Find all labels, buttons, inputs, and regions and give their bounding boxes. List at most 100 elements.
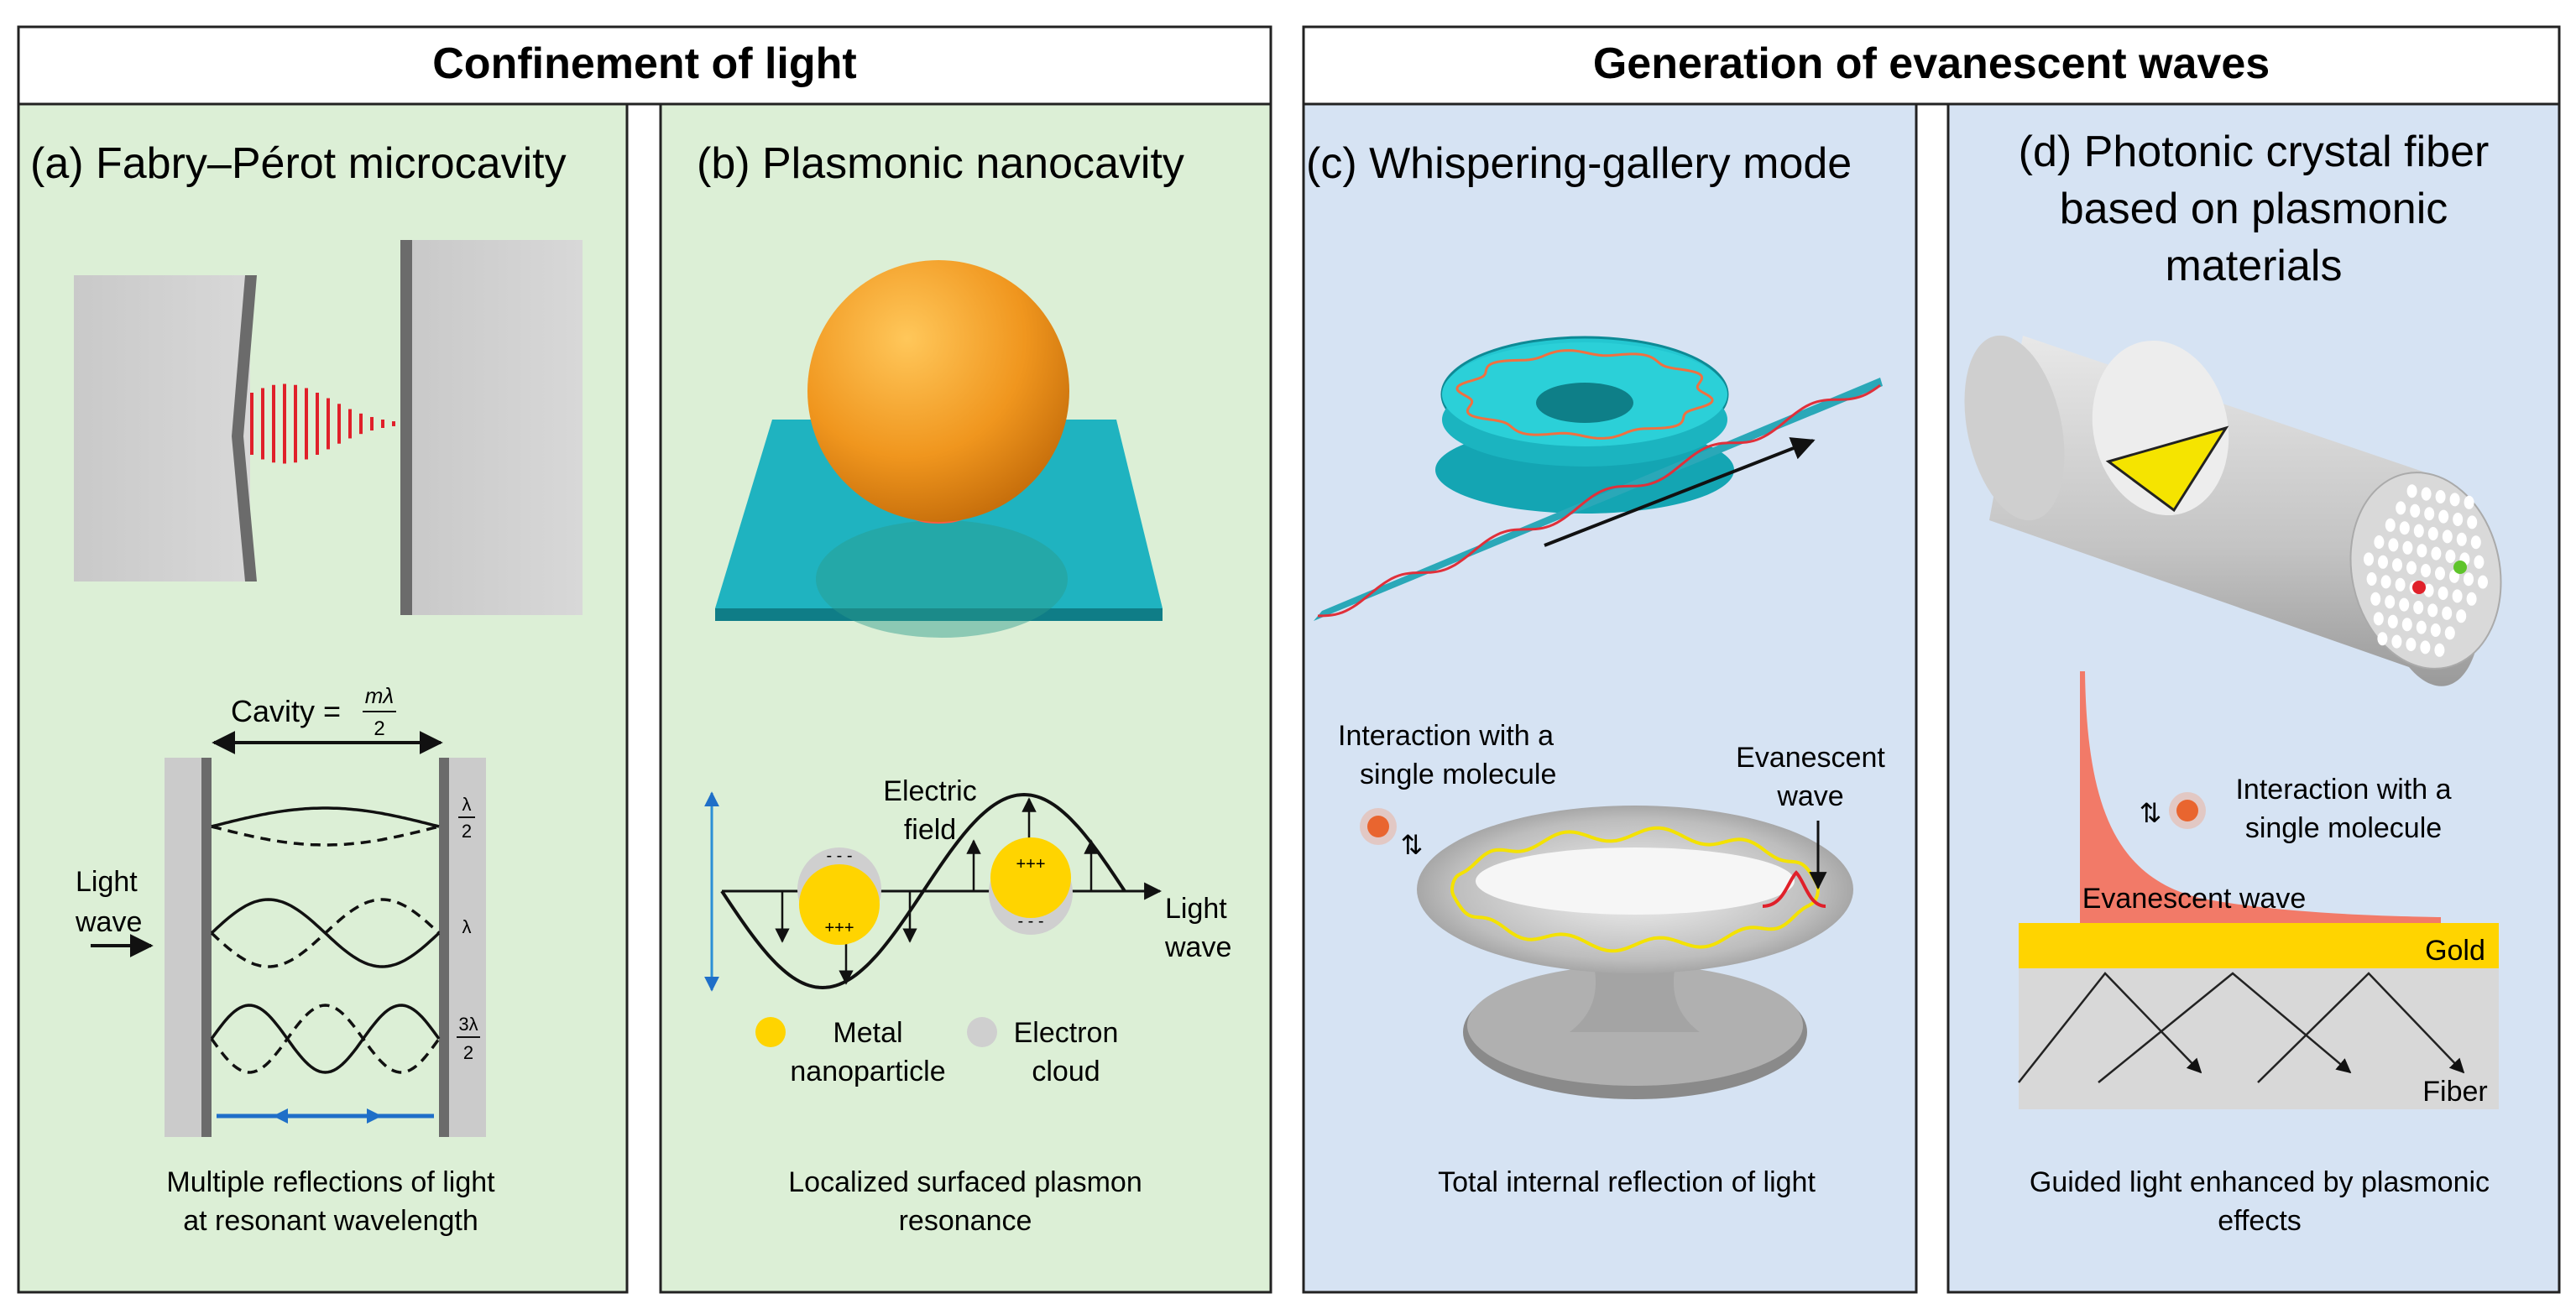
panel-b-caption-2: resonance xyxy=(899,1205,1032,1237)
air-hole xyxy=(2431,546,2442,561)
legend-metal-swatch xyxy=(755,1017,786,1047)
reflection-arrow-head-right xyxy=(367,1108,382,1124)
nanoparticle-left: - - - +++ xyxy=(797,847,881,945)
air-hole xyxy=(2391,634,2402,649)
mode-wave-solid xyxy=(210,1004,441,1074)
electric-field-label-2: field xyxy=(904,814,956,846)
c-interaction-2: single molecule xyxy=(1360,759,1556,790)
np-left-plus: +++ xyxy=(824,919,854,937)
air-hole xyxy=(2406,638,2417,651)
air-hole xyxy=(2478,575,2488,589)
legend-electron-swatch xyxy=(967,1017,997,1047)
air-hole xyxy=(2427,527,2438,540)
c-evanescent-1: Evanescent xyxy=(1736,742,1885,774)
panel-b-caption-1: Localized surfaced plasmon xyxy=(788,1166,1142,1198)
air-hole xyxy=(2406,561,2417,575)
pcf-air-holes xyxy=(2364,484,2488,657)
zigzag-light-path-2 xyxy=(2098,972,2352,1083)
evanescent-pulse-c xyxy=(1762,870,1826,908)
d-fiber-label: Fiber xyxy=(2422,1076,2487,1108)
air-hole xyxy=(2401,618,2412,632)
air-hole xyxy=(2385,518,2396,532)
air-hole xyxy=(2456,532,2467,546)
header-confinement-text: Confinement of light xyxy=(432,39,856,88)
air-hole xyxy=(2453,513,2464,526)
plasmonic-interface xyxy=(2019,671,2499,1109)
air-hole xyxy=(2464,572,2474,587)
air-hole xyxy=(2434,643,2445,657)
panel-c-title: (c) Whispering-gallery mode xyxy=(1306,139,1852,188)
panel-c-caption-1: Total internal reflection of light xyxy=(1438,1166,1816,1198)
panel-a-caption-1: Multiple reflections of light xyxy=(166,1166,495,1198)
air-hole xyxy=(2413,601,2424,614)
header-evanescent: Generation of evanescent waves xyxy=(1302,25,2561,106)
air-hole xyxy=(2444,626,2455,640)
panel-d-caption-2: effects xyxy=(2218,1205,2302,1237)
standing-wave-modes xyxy=(210,806,441,1074)
air-hole xyxy=(2392,558,2402,572)
panel-a-title: (a) Fabry–Pérot microcavity xyxy=(30,139,567,188)
cavity-fraction-den: 2 xyxy=(374,717,384,740)
air-hole xyxy=(2442,529,2453,544)
exchange-icon-d: ⇅ xyxy=(2140,798,2162,828)
panel-a-caption-2: at resonant wavelength xyxy=(183,1205,478,1237)
pcf-core-red xyxy=(2412,581,2426,594)
mode1-num: λ xyxy=(462,794,472,815)
pcf-core-green xyxy=(2453,561,2467,574)
air-hole xyxy=(2464,495,2474,509)
exchange-icon-c: ⇅ xyxy=(1401,830,1424,860)
air-hole xyxy=(2402,540,2413,555)
reflection-arrow-head-left xyxy=(273,1108,288,1124)
mode-wave-dashed xyxy=(210,1004,441,1074)
np-left-minus: - - - xyxy=(826,847,852,865)
b-light-wave-1: Light xyxy=(1165,893,1227,925)
d-evanescent-label: Evanescent wave xyxy=(2082,883,2307,915)
air-hole xyxy=(2406,484,2417,498)
mode-wave-dashed xyxy=(211,825,440,847)
cavity-label: Cavity = xyxy=(231,694,341,728)
header-confinement: Confinement of light xyxy=(17,25,1272,106)
air-hole xyxy=(2396,501,2406,515)
zigzag-light-path-1 xyxy=(2018,972,2202,1083)
air-hole xyxy=(2421,487,2432,501)
header-evanescent-text: Generation of evanescent waves xyxy=(1593,39,2270,88)
air-hole xyxy=(2378,555,2388,569)
mode3-den: 2 xyxy=(463,1042,473,1063)
wgm-disk-resonator xyxy=(1435,336,1734,514)
air-hole xyxy=(2452,589,2463,603)
air-hole xyxy=(2410,503,2421,518)
air-hole xyxy=(2387,614,2398,628)
mode-wave-solid xyxy=(211,806,440,828)
light-wave-label-1: Light xyxy=(76,866,138,898)
air-hole xyxy=(2424,507,2435,521)
air-hole xyxy=(2366,572,2377,586)
air-hole xyxy=(2438,509,2449,524)
air-hole xyxy=(2364,552,2374,566)
legend-metal-1: Metal xyxy=(833,1017,902,1049)
wgm-toroid xyxy=(1417,806,1853,1099)
legend-electron-2: cloud xyxy=(1032,1056,1100,1087)
air-hole xyxy=(2373,612,2384,626)
air-hole xyxy=(2380,575,2391,589)
air-hole xyxy=(2423,583,2434,597)
electric-field-label-1: Electric xyxy=(883,775,976,807)
electric-field-wave xyxy=(720,792,1126,990)
air-hole xyxy=(2445,550,2456,563)
np-right-minus: - - - xyxy=(1017,912,1043,931)
air-hole xyxy=(2466,592,2477,606)
air-hole xyxy=(2438,587,2448,600)
air-hole xyxy=(2395,577,2406,592)
air-hole xyxy=(2370,592,2381,606)
air-hole xyxy=(2416,620,2427,634)
light-wave-label-2: wave xyxy=(75,906,142,938)
molecule-c xyxy=(1367,816,1389,837)
air-hole xyxy=(2427,603,2438,618)
b-light-wave-2: wave xyxy=(1164,931,1231,963)
light-propagation-arrow xyxy=(1544,437,1816,547)
air-hole xyxy=(2435,566,2445,581)
air-hole xyxy=(2456,609,2467,623)
panel-d-caption-1: Guided light enhanced by plasmonic xyxy=(2030,1166,2490,1198)
legend-electron-1: Electron xyxy=(1014,1017,1119,1049)
air-hole xyxy=(2388,538,2399,552)
mode-wave-dashed xyxy=(210,898,441,968)
